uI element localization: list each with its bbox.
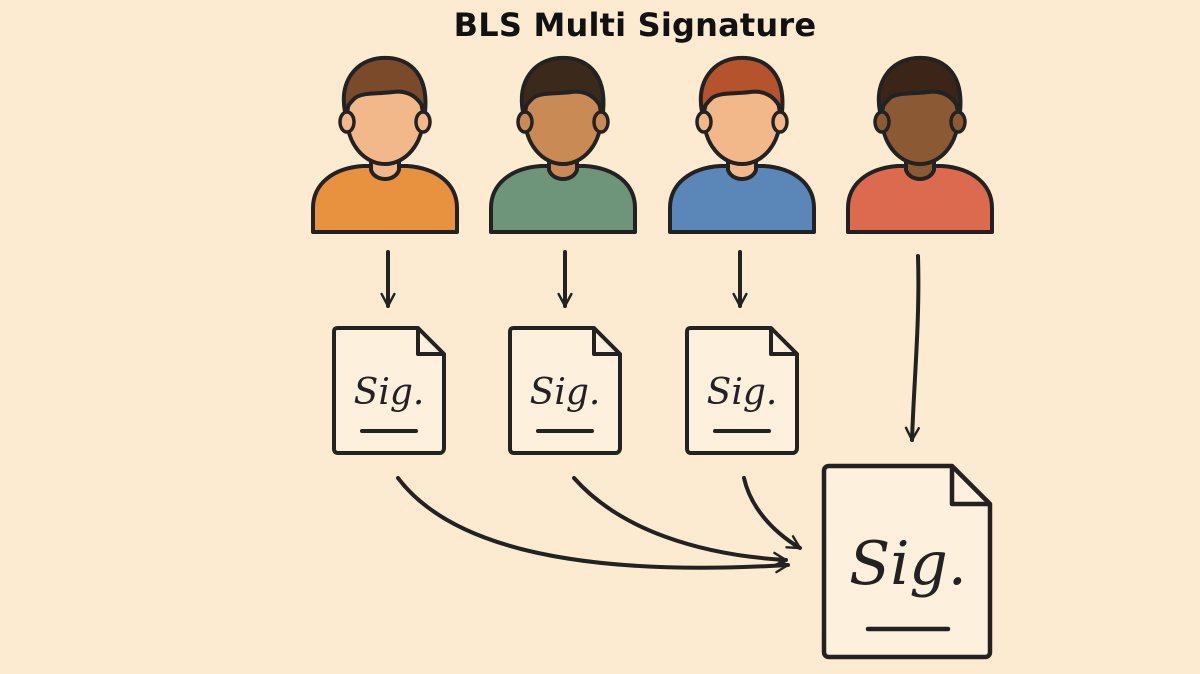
- arrow-signer-4-to-aggregate: [904, 254, 921, 442]
- signature-label-3: Sig.: [707, 372, 778, 413]
- arrow-sig-2-to-aggregate: [572, 476, 788, 567]
- signature-document-2: Sig.: [508, 326, 622, 455]
- signer-3-icon: [668, 55, 816, 234]
- signature-label-2: Sig.: [530, 372, 601, 413]
- signer-4-icon: [846, 55, 994, 234]
- signature-label-1: Sig.: [354, 372, 425, 413]
- arrow-sig-1-to-aggregate: [396, 476, 790, 574]
- diagram-title: BLS Multi Signature: [453, 6, 817, 44]
- arrow-sig-3-to-aggregate: [742, 476, 802, 550]
- aggregate-signature-label: Sig.: [849, 529, 967, 599]
- aggregate-signature-document: Sig.: [821, 463, 993, 660]
- signature-document-1: Sig.: [332, 326, 446, 455]
- signer-1-icon: [311, 55, 459, 234]
- signer-2-icon: [489, 55, 637, 234]
- signature-document-3: Sig.: [685, 326, 799, 455]
